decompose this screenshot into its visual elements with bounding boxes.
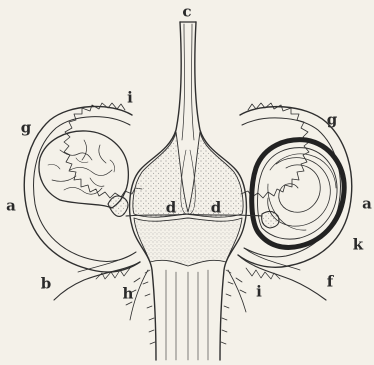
label-d-right: d (211, 201, 222, 216)
label-a-left: a (6, 199, 16, 214)
label-h: h (123, 287, 134, 302)
label-f: f (327, 275, 333, 290)
label-g-left: g (21, 121, 32, 136)
label-g-right: g (327, 113, 338, 128)
lower-stippled-mass (134, 218, 242, 266)
label-k: k (353, 238, 363, 253)
left-lobe-outer (24, 103, 142, 272)
upper-stippled-mass (133, 132, 243, 217)
left-inner-cavity (39, 131, 128, 217)
label-d-left: d (166, 201, 177, 216)
label-i-top: i (127, 91, 133, 106)
label-b: b (41, 277, 52, 292)
label-a-right: a (362, 197, 372, 212)
label-i-bottom: i (256, 285, 262, 300)
label-c: c (182, 5, 191, 20)
right-spiral-cavity (252, 140, 344, 248)
